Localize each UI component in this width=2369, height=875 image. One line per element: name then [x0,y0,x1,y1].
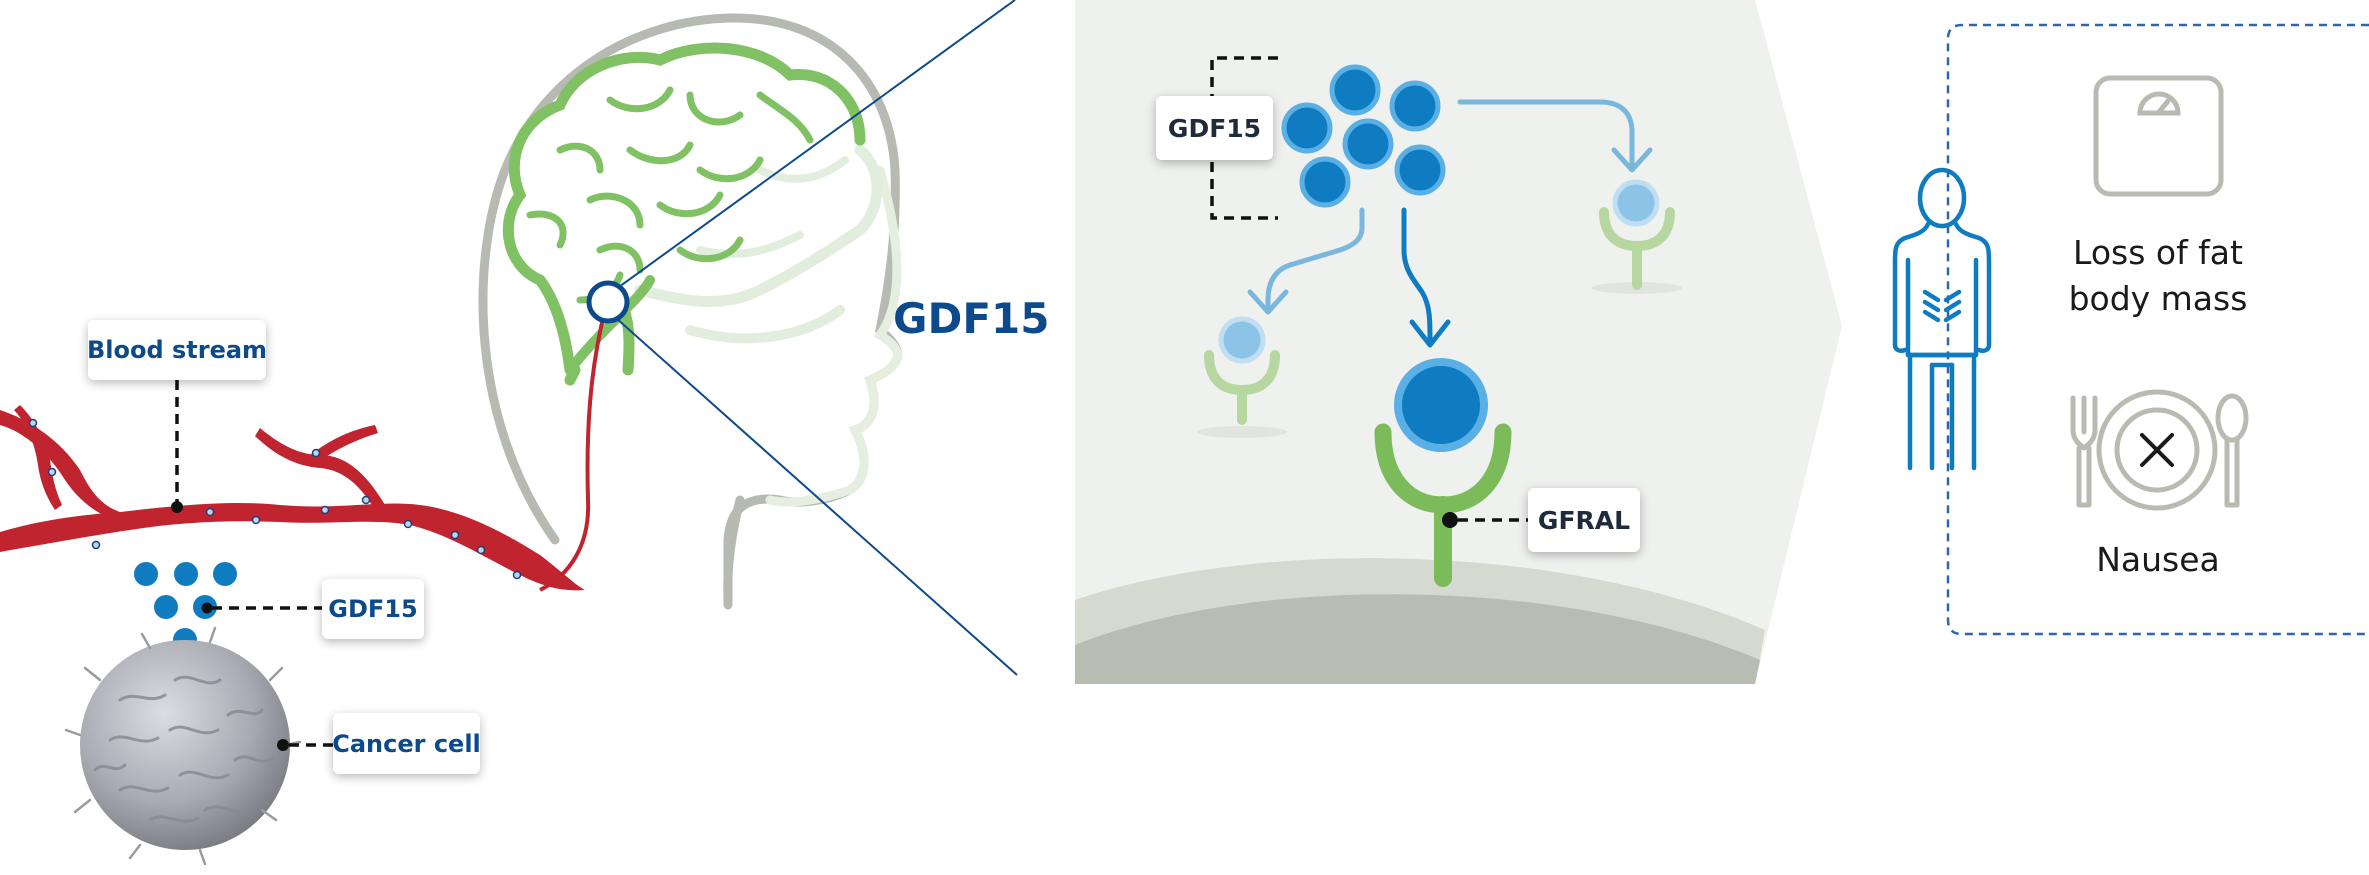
arrow-to-right-receptor [1457,99,1653,173]
effect-nausea: Nausea [2096,540,2220,579]
gdf15-receptor-label-text: GDF15 [1167,113,1262,143]
spoon-icon [2215,393,2249,508]
gfral-label-text: GFRAL [1537,505,1631,535]
gfral-label: GFRAL [1528,488,1640,552]
receptor-faint-left [1197,316,1287,438]
gdf15-left-label-text: GDF15 [328,595,418,623]
gdf15-cluster [1281,64,1446,208]
receptor-faint-right [1592,179,1682,294]
gdf15-receptor-label: GDF15 [1156,96,1273,160]
effect-fat-loss: Loss of fat body mass [2028,230,2288,322]
blood-stream-label: Blood stream [86,320,268,380]
gfral-connector [1442,512,1528,528]
brain-icon [502,42,883,386]
arrow-to-gfral [1401,207,1451,348]
cancer-cell-label: Cancer cell [332,713,481,774]
cancer-cell-label-text: Cancer cell [332,729,481,758]
blood-stream-label-text: Blood stream [86,336,268,364]
effect-fat-loss-line-1: Loss of fat [2073,233,2243,272]
blood-stream-vessel [0,405,585,591]
effects-panel-border [1946,23,2369,636]
vessel-to-brain [539,309,607,592]
cancer-cell-icon [64,626,302,866]
effect-fat-loss-line-2: body mass [2068,279,2248,318]
plate-icon [2096,389,2218,511]
receptor-panel-bg [1075,0,1842,684]
head-silhouette-icon [478,13,902,610]
gdf15-left-connector [201,602,322,614]
scale-icon [2093,75,2224,197]
cross-icon [2140,433,2174,467]
zoom-circle [586,280,630,324]
gdf15-left-label: GDF15 [322,579,424,639]
brain-zoom-title: GDF15 [893,294,1050,343]
fork-icon [2070,395,2098,508]
cancer-cell-connector [277,739,333,751]
blood-stream-connector [171,380,183,513]
zoom-lines [611,0,1018,676]
arrow-to-left-receptor [1247,207,1365,315]
cell-membrane-inner [1075,594,1760,684]
vessel-gdf15-dots [28,418,522,580]
person-icon [1892,167,1992,471]
